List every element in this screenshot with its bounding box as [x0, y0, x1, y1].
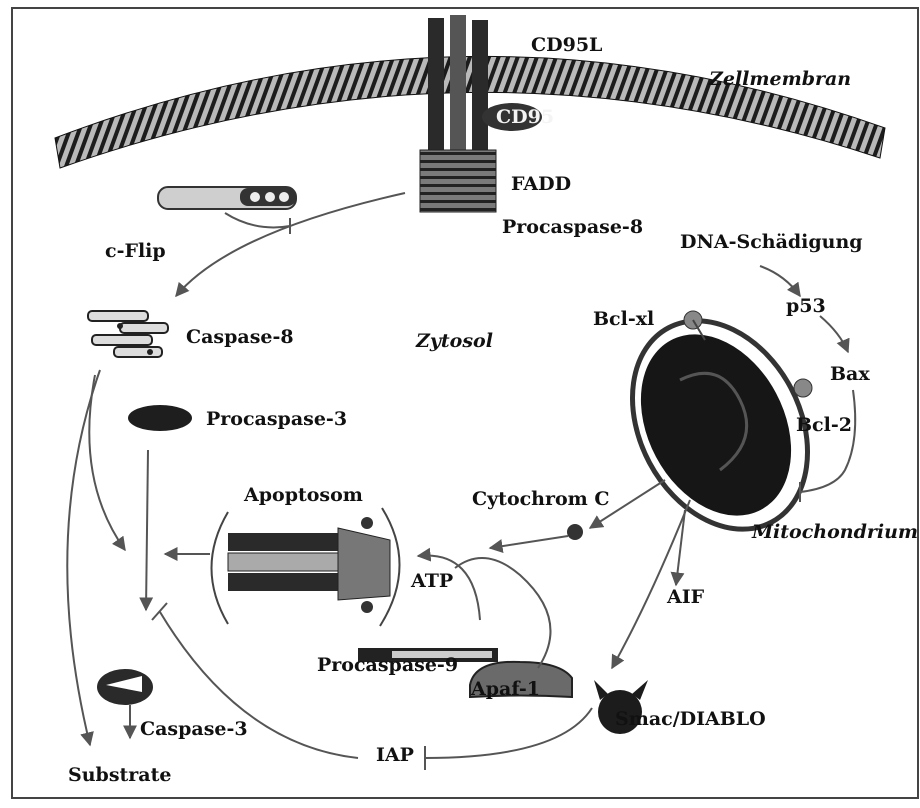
label-apoptosom: Apoptosom — [244, 486, 363, 505]
label-bcl-2: Bcl-2 — [796, 416, 852, 435]
caspase-3-shape — [97, 669, 153, 705]
procaspase-3-shape — [128, 405, 192, 431]
label-apaf-1: Apaf-1 — [471, 680, 540, 699]
label-procaspase-9: Procaspase-9 — [317, 656, 458, 675]
label-bcl-xl: Bcl-xl — [593, 310, 654, 329]
label-c-flip: c-Flip — [105, 242, 166, 261]
label-zellmembran: Zellmembran — [709, 70, 851, 89]
label-dna-schaedigung: DNA-Schädigung — [680, 233, 863, 252]
cytochrom-c-dot — [567, 524, 583, 540]
label-iap: IAP — [376, 746, 414, 765]
label-aif: AIF — [667, 588, 704, 607]
label-p53: p53 — [786, 297, 826, 316]
label-smac-diablo: Smac/DIABLO — [615, 710, 766, 729]
label-cytochrom-c: Cytochrom C — [472, 490, 610, 509]
label-cd95l: CD95L — [531, 36, 602, 55]
label-cd95: CD95 — [496, 108, 554, 127]
label-atp: ATP — [411, 572, 453, 591]
label-caspase-3: Caspase-3 — [140, 720, 248, 739]
label-mitochondrium: Mitochondrium — [752, 523, 918, 542]
label-fadd: FADD — [511, 175, 571, 194]
label-caspase-8: Caspase-8 — [186, 328, 294, 347]
label-bax: Bax — [830, 365, 870, 384]
label-procaspase-3: Procaspase-3 — [206, 410, 347, 429]
label-substrate: Substrate — [68, 766, 171, 785]
label-zytosol: Zytosol — [416, 332, 493, 351]
label-procaspase-8: Procaspase-8 — [502, 218, 643, 237]
